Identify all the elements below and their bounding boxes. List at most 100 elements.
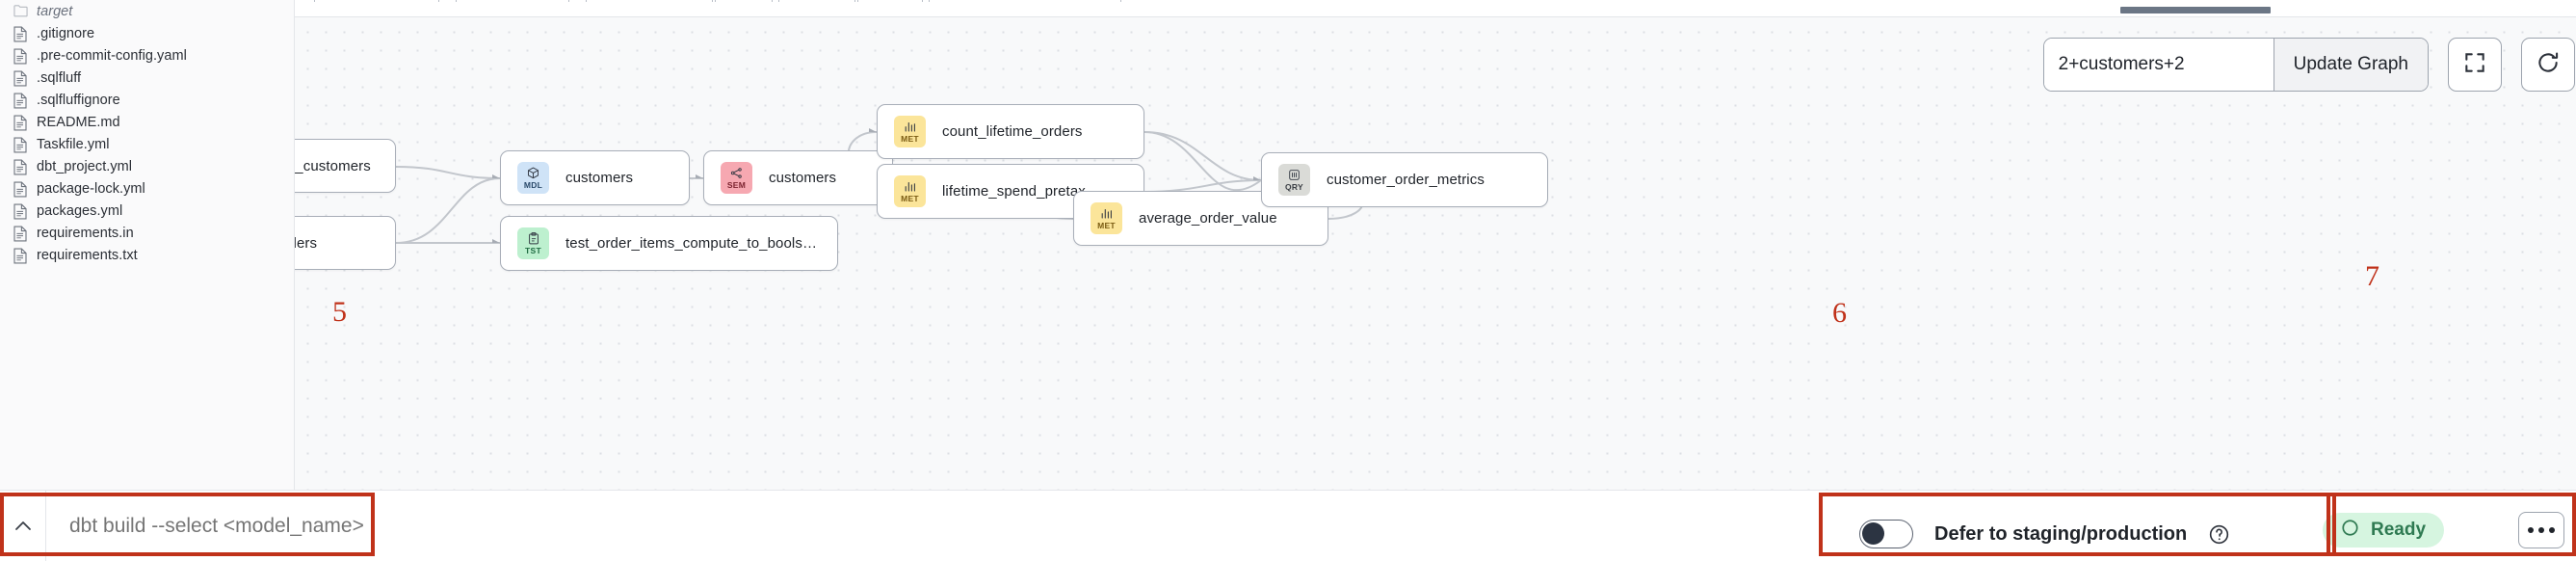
node-type-badge-met: MET — [894, 175, 926, 207]
active-tab-indicator — [2120, 7, 2271, 13]
metric-icon — [1100, 206, 1113, 221]
file-label: target — [37, 3, 73, 19]
file-row[interactable]: .sqlfluff — [0, 67, 294, 89]
status-label: Ready — [2371, 520, 2427, 540]
file-icon — [13, 203, 28, 219]
node-label: count_lifetime_orders — [942, 123, 1083, 140]
graph-node[interactable]: QRY customer_order_metrics — [1261, 152, 1548, 207]
node-type-badge-tst: TST — [517, 227, 549, 259]
node-label: customers — [769, 170, 837, 186]
defer-toggle-group: Defer to staging/production — [1859, 520, 2230, 548]
file-label: requirements.txt — [37, 247, 138, 263]
file-row[interactable]: requirements.txt — [0, 244, 294, 266]
file-row[interactable]: packages.yml — [0, 200, 294, 222]
ellipsis-dot-3 — [2549, 527, 2555, 533]
file-row[interactable]: requirements.in — [0, 222, 294, 244]
node-type-badge-met: MET — [894, 116, 926, 147]
file-icon — [13, 26, 28, 41]
file-icon — [13, 70, 28, 86]
graph-selector-input[interactable] — [2043, 39, 2274, 91]
query-icon — [1288, 168, 1301, 182]
node-badge-text: MDL — [523, 180, 543, 191]
file-label: .gitignore — [37, 25, 95, 41]
file-row[interactable]: .pre-commit-config.yaml — [0, 44, 294, 67]
file-row[interactable]: .gitignore — [0, 22, 294, 44]
more-options-button[interactable] — [2518, 512, 2564, 548]
tab-stub-7[interactable] — [929, 0, 1121, 2]
defer-toggle-label: Defer to staging/production — [1934, 522, 2188, 545]
file-explorer-sidebar[interactable]: target .gitignore .pre-commit-config.yaml.… — [0, 0, 295, 490]
circle-icon — [2341, 519, 2359, 542]
graph-node[interactable]: TST test_order_items_compute_to_bools… — [500, 216, 838, 271]
file-row[interactable]: README.md — [0, 111, 294, 133]
update-graph-button[interactable]: Update Graph — [2273, 39, 2428, 91]
file-label: dbt_project.yml — [37, 158, 133, 174]
graph-node[interactable]: SEM customers — [703, 150, 893, 205]
file-row[interactable]: Taskfile.yml — [0, 133, 294, 155]
file-row[interactable]: package-lock.yml — [0, 177, 294, 200]
tab-stub-2[interactable] — [456, 0, 569, 2]
refresh-button[interactable] — [2521, 38, 2575, 92]
file-label: .pre-commit-config.yaml — [37, 47, 187, 64]
node-label: customer_order_metrics — [1327, 172, 1485, 188]
node-label: orders — [295, 234, 318, 252]
chevron-up-icon[interactable] — [0, 491, 46, 561]
file-icon — [13, 159, 28, 174]
file-icon — [13, 115, 28, 130]
file-icon — [13, 48, 28, 64]
node-type-badge-mdl: MDL — [517, 162, 549, 194]
help-circle-icon[interactable] — [2208, 523, 2230, 546]
command-input[interactable] — [46, 514, 586, 538]
fullscreen-button[interactable] — [2448, 38, 2502, 92]
node-badge-text: MET — [901, 134, 919, 145]
graph-selector-group[interactable]: Update Graph — [2042, 38, 2429, 92]
file-icon — [13, 181, 28, 197]
metric-icon — [904, 179, 916, 194]
file-label: .sqlfluff — [37, 69, 82, 86]
file-row[interactable]: target — [0, 0, 294, 22]
graph-node[interactable]: MDLstg_customers — [295, 139, 396, 193]
node-label: customers — [565, 170, 634, 186]
status-badge[interactable]: Ready — [2323, 513, 2445, 548]
file-label: packages.yml — [37, 202, 123, 219]
graph-node[interactable]: MDL customers — [500, 150, 690, 205]
graph-toolbar: Update Graph — [2042, 38, 2575, 92]
clipboard-icon — [528, 231, 539, 246]
folder-icon — [13, 4, 28, 19]
refresh-icon — [2536, 50, 2561, 80]
file-label: package-lock.yml — [37, 180, 145, 197]
tab-stub-3[interactable] — [586, 0, 713, 2]
metric-icon — [904, 120, 916, 134]
node-badge-text: QRY — [1284, 182, 1303, 193]
lineage-graph-canvas[interactable]: MDLstg_customersMDLorders MDL customersTST… — [295, 17, 2576, 490]
file-label: .sqlfluffignore — [37, 92, 120, 108]
file-icon — [13, 137, 28, 152]
cube-icon — [527, 166, 539, 180]
file-icon — [13, 93, 28, 108]
editor-tab-strip[interactable] — [295, 0, 2576, 17]
file-row[interactable]: .sqlfluffignore — [0, 89, 294, 111]
graph-node[interactable]: MDLorders — [295, 216, 396, 270]
file-row[interactable]: dbt_project.yml — [0, 155, 294, 177]
node-label: lifetime_spend_pretax — [942, 183, 1086, 200]
defer-toggle[interactable] — [1859, 520, 1913, 548]
toggle-knob — [1862, 522, 1884, 545]
file-label: README.md — [37, 114, 120, 130]
node-badge-text: SEM — [726, 180, 747, 191]
node-label: stg_customers — [295, 157, 371, 174]
node-badge-text: MET — [1097, 221, 1116, 231]
ellipsis-dot-2 — [2538, 527, 2544, 533]
node-label: test_order_items_compute_to_bools… — [565, 235, 818, 252]
graph-node[interactable]: MET count_lifetime_orders — [877, 104, 1144, 159]
ellipsis-dot-1 — [2528, 527, 2534, 533]
node-type-badge-met: MET — [1091, 202, 1122, 234]
tab-stub-4[interactable] — [715, 0, 773, 2]
tab-stub-6[interactable] — [857, 0, 923, 2]
node-type-badge-qry: QRY — [1278, 164, 1310, 196]
file-label: Taskfile.yml — [37, 136, 110, 152]
tab-stub-1[interactable] — [314, 0, 439, 2]
node-badge-text: MET — [901, 194, 919, 204]
tab-stub-5[interactable] — [778, 0, 855, 2]
file-icon — [13, 226, 28, 241]
command-bar: Defer to staging/production Ready — [0, 490, 2576, 561]
